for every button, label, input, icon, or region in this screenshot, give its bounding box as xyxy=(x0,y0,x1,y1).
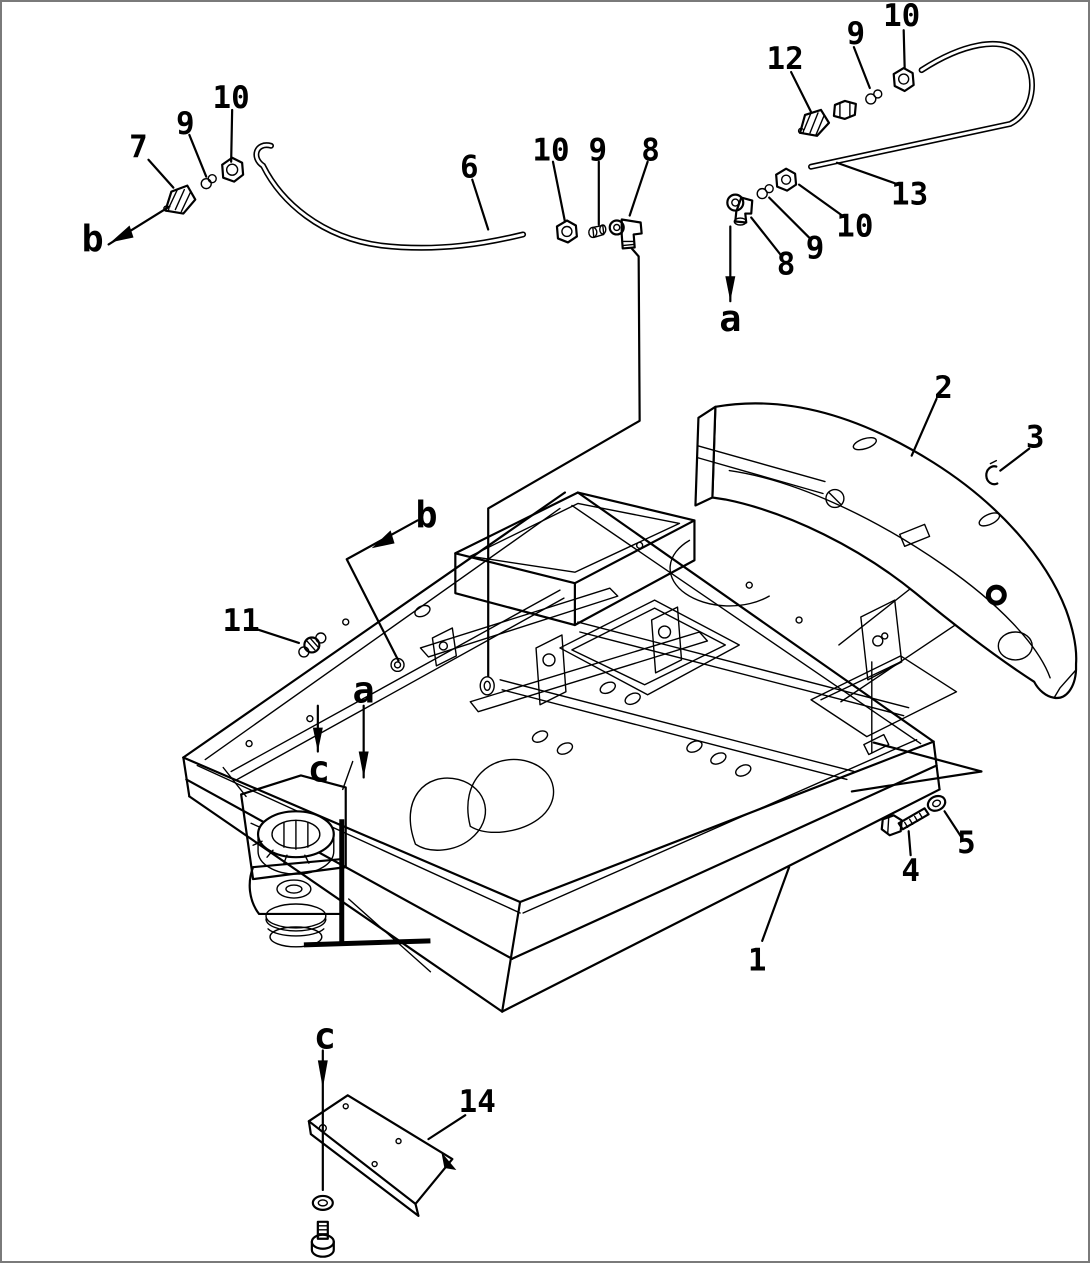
hose-6 xyxy=(253,142,527,251)
view-label-a-mid: a xyxy=(353,669,375,712)
callout-3: 3 xyxy=(1026,420,1045,456)
callout-10-right: 10 xyxy=(836,208,873,244)
nut-10-topright xyxy=(892,66,915,93)
elbow-8-mid xyxy=(608,218,643,250)
callout-10-topleft: 10 xyxy=(213,80,250,116)
callout-13: 13 xyxy=(891,177,928,213)
sleeve-9-topright xyxy=(865,89,883,105)
view-arrow-c-mid xyxy=(312,704,323,753)
view-arrow-a-mid xyxy=(358,704,369,779)
callout-1: 1 xyxy=(748,943,767,979)
bolt-bottom xyxy=(310,1220,335,1258)
grommet-a-target xyxy=(479,676,495,696)
sleeve-9-topleft xyxy=(200,173,217,190)
callout-7: 7 xyxy=(129,130,148,166)
plug-11 xyxy=(298,632,327,658)
view-arrow-c-bottom xyxy=(317,1049,328,1192)
view-arrow-b-mid xyxy=(345,519,419,662)
callout-11: 11 xyxy=(223,603,260,639)
callout-14: 14 xyxy=(459,1084,496,1120)
view-label-a-top: a xyxy=(719,297,741,340)
callout-2: 2 xyxy=(934,370,953,406)
view-arrow-b-top xyxy=(107,205,171,246)
hose-13 xyxy=(808,41,1036,170)
rear-cover xyxy=(694,402,1078,699)
callouts: 7 9 10 b 6 10 9 8 12 9 10 13 10 9 8 a 2 … xyxy=(82,2,1045,1120)
view-label-b-mid: b xyxy=(415,493,437,536)
plug-7 xyxy=(163,184,197,215)
callout-6: 6 xyxy=(460,150,479,186)
swing-bracket xyxy=(222,760,432,973)
leader-lines xyxy=(147,29,1031,1141)
callout-10-topright: 10 xyxy=(883,2,920,34)
washer-bottom xyxy=(311,1194,334,1211)
sleeve-9-right xyxy=(756,183,774,200)
view-arrow-a-top xyxy=(725,225,736,303)
callout-5: 5 xyxy=(957,825,976,861)
view-label-c-bottom: c xyxy=(314,1014,336,1057)
nut-10-mid xyxy=(555,219,578,244)
sleeve-9-mid xyxy=(588,224,607,239)
nut-10-topleft xyxy=(221,156,245,183)
callout-9-right: 9 xyxy=(806,230,825,266)
callout-8-mid: 8 xyxy=(641,133,660,169)
plate-14 xyxy=(307,1094,454,1217)
elbow-8-right xyxy=(726,193,754,226)
view-label-c-mid: c xyxy=(308,747,330,790)
view-label-b-top: b xyxy=(82,217,104,260)
callout-8-right: 8 xyxy=(777,246,796,282)
clip-3 xyxy=(985,459,999,486)
callout-9-topright: 9 xyxy=(847,16,866,52)
nut-10-right xyxy=(775,167,798,192)
plug-12 xyxy=(797,108,831,137)
bolt-4 xyxy=(880,807,930,837)
union-fitting xyxy=(832,99,857,120)
washer-5 xyxy=(926,794,947,812)
callout-9-topleft: 9 xyxy=(176,106,195,142)
callout-10-mid: 10 xyxy=(532,133,569,169)
callout-12: 12 xyxy=(767,41,804,77)
revolving-frame-body xyxy=(182,491,988,1013)
callout-4: 4 xyxy=(901,853,920,889)
callout-9-mid: 9 xyxy=(589,133,608,169)
